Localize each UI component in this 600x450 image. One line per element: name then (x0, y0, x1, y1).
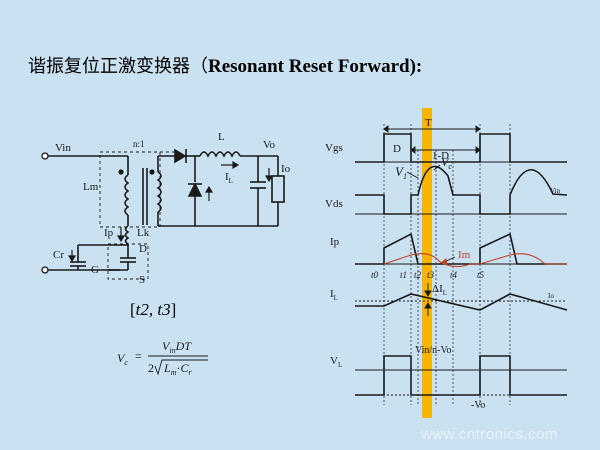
label-ratio: n:1 (133, 139, 145, 149)
wave-label-il: IL (330, 288, 338, 302)
label-inductor: L (218, 131, 225, 143)
label-lk: Lk (137, 227, 150, 239)
wave-label-vgs: Vgs (325, 142, 343, 154)
label-il: IL (225, 171, 233, 185)
label-lm: Lm (83, 181, 99, 193)
vl-positive-label: Vin/n-Vo (415, 345, 451, 356)
label-source: S (139, 274, 145, 286)
vl-negative-label: -Vo (471, 400, 485, 411)
vin-level-label: Vin (550, 187, 561, 195)
period-label: T (425, 117, 432, 129)
resonant-voltage-formula: Vc = VinDT 2 Lm·Cr (117, 339, 208, 377)
label-vo: Vo (263, 139, 276, 151)
slide-title: 谐振复位正激变换器（Resonant Reset Forward): (28, 52, 422, 78)
t2-label: t2 (414, 270, 422, 280)
t0-label: t0 (371, 270, 379, 280)
t4-label: t4 (450, 270, 458, 280)
interval-label: [t2, t3] (130, 300, 177, 319)
label-cr: Cr (53, 249, 64, 261)
v1-label: V1 (395, 164, 407, 181)
duty-label: D (393, 143, 401, 155)
svg-text:=: = (135, 349, 142, 363)
wave-label-ip: Ip (330, 236, 340, 248)
title-suffix: ): (409, 56, 423, 77)
svg-text:Vc: Vc (117, 351, 128, 367)
title-chinese: 谐振复位正激变换器（ (28, 56, 208, 77)
t3-label: t3 (427, 270, 435, 280)
off-duty-label: 1-D (432, 150, 449, 162)
t1-label: t1 (400, 270, 407, 280)
svg-text:Lm·Cr: Lm·Cr (163, 361, 192, 377)
label-gate: G (91, 264, 99, 276)
io-level-label: Io (548, 292, 554, 300)
label-ip: Ip (104, 227, 114, 239)
label-drain: D (139, 243, 147, 255)
t5-label: t5 (477, 270, 485, 280)
vc-label: Vc (441, 155, 452, 171)
watermark: www.cntronics.com (421, 426, 558, 443)
title-english: Resonant Reset Forward (208, 56, 410, 77)
wave-label-vds: Vds (325, 198, 343, 210)
svg-text:2: 2 (148, 361, 154, 375)
label-io: Io (281, 163, 291, 175)
label-vin: Vin (55, 142, 71, 154)
wave-label-vl: VL (330, 355, 342, 369)
delta-il-label: ΔIL (432, 283, 447, 297)
highlight-interval-bar (422, 108, 432, 418)
svg-text:VinDT: VinDT (162, 339, 192, 355)
im-label: Im (458, 249, 471, 261)
